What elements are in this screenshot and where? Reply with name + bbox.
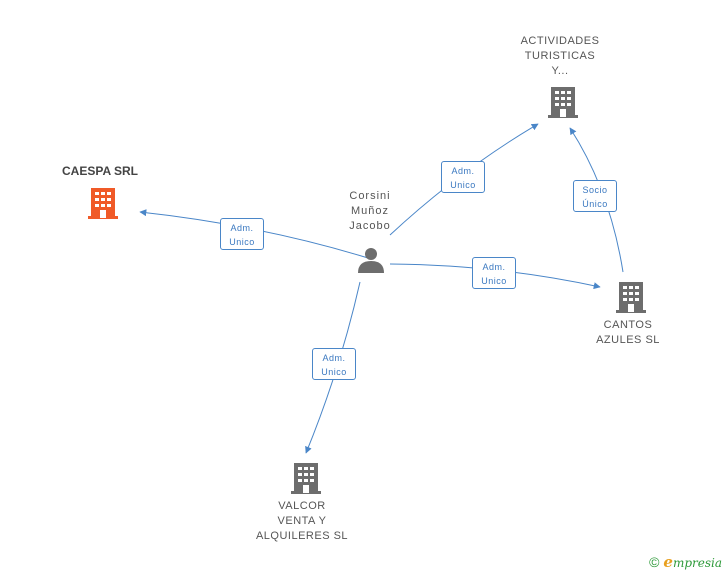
company-name-valcor-line-1: VALCOR: [278, 500, 326, 512]
copyright-icon: ©: [649, 554, 660, 570]
company-name-cantos[interactable]: CANTOS AZULES SL: [578, 318, 678, 348]
company-name-actividades-line-2: TURISTICAS: [524, 50, 596, 62]
person-name-line-3: Jacobo: [349, 220, 391, 232]
company-name-cantos-line-2: AZULES SL: [596, 334, 660, 346]
edge-label-person-valcor: Adm. Unico: [312, 348, 356, 380]
edge-label-person-actividades: Adm. Unico: [441, 161, 485, 193]
edge-label-qualifier: Unico: [481, 276, 507, 286]
building-icon-caespa[interactable]: [87, 186, 119, 220]
person-name[interactable]: Corsini Muñoz Jacobo: [330, 189, 410, 234]
footer-brand[interactable]: © empresia: [649, 553, 722, 571]
edge-label-qualifier: Unico: [321, 367, 347, 377]
company-name-valcor-line-2: VENTA Y: [277, 515, 327, 527]
edge-label-qualifier: Unico: [229, 237, 255, 247]
edge-label-person-cantos: Adm. Unico: [472, 257, 516, 289]
person-name-line-1: Corsini: [349, 190, 391, 202]
building-icon-valcor[interactable]: [290, 461, 322, 495]
edge-label-qualifier: Unico: [450, 180, 476, 190]
brand-logo: empresia: [663, 553, 722, 571]
company-name-caespa-line-1: CAESPA SRL: [61, 164, 138, 178]
edge-label-cantos-actividades: Socio Único: [573, 180, 617, 212]
brand-initial: e: [663, 553, 673, 571]
person-icon[interactable]: [355, 246, 387, 274]
company-name-actividades-line-3: Y...: [551, 65, 569, 77]
edge-label-role: Adm.: [482, 262, 506, 272]
edge-label-role: Adm.: [322, 353, 346, 363]
edge-label-role: Adm.: [451, 166, 475, 176]
company-name-valcor-line-3: ALQUILERES SL: [255, 530, 349, 542]
company-name-cantos-line-1: CANTOS: [603, 319, 653, 331]
edge-label-role: Socio: [582, 185, 608, 195]
company-name-valcor[interactable]: VALCOR VENTA Y ALQUILERES SL: [246, 499, 358, 544]
company-name-caespa[interactable]: CAESPA SRL: [50, 164, 150, 179]
brand-rest: mpresia: [672, 556, 722, 570]
edge-label-role: Adm.: [230, 223, 254, 233]
building-icon-cantos[interactable]: [615, 280, 647, 314]
company-name-actividades[interactable]: ACTIVIDADES TURISTICAS Y...: [505, 34, 615, 79]
person-name-line-2: Muñoz: [350, 205, 390, 217]
edge-label-qualifier: Único: [582, 199, 608, 209]
company-name-actividades-line-1: ACTIVIDADES: [520, 35, 600, 47]
building-icon-actividades[interactable]: [547, 85, 579, 119]
edge-label-person-caespa: Adm. Unico: [220, 218, 264, 250]
